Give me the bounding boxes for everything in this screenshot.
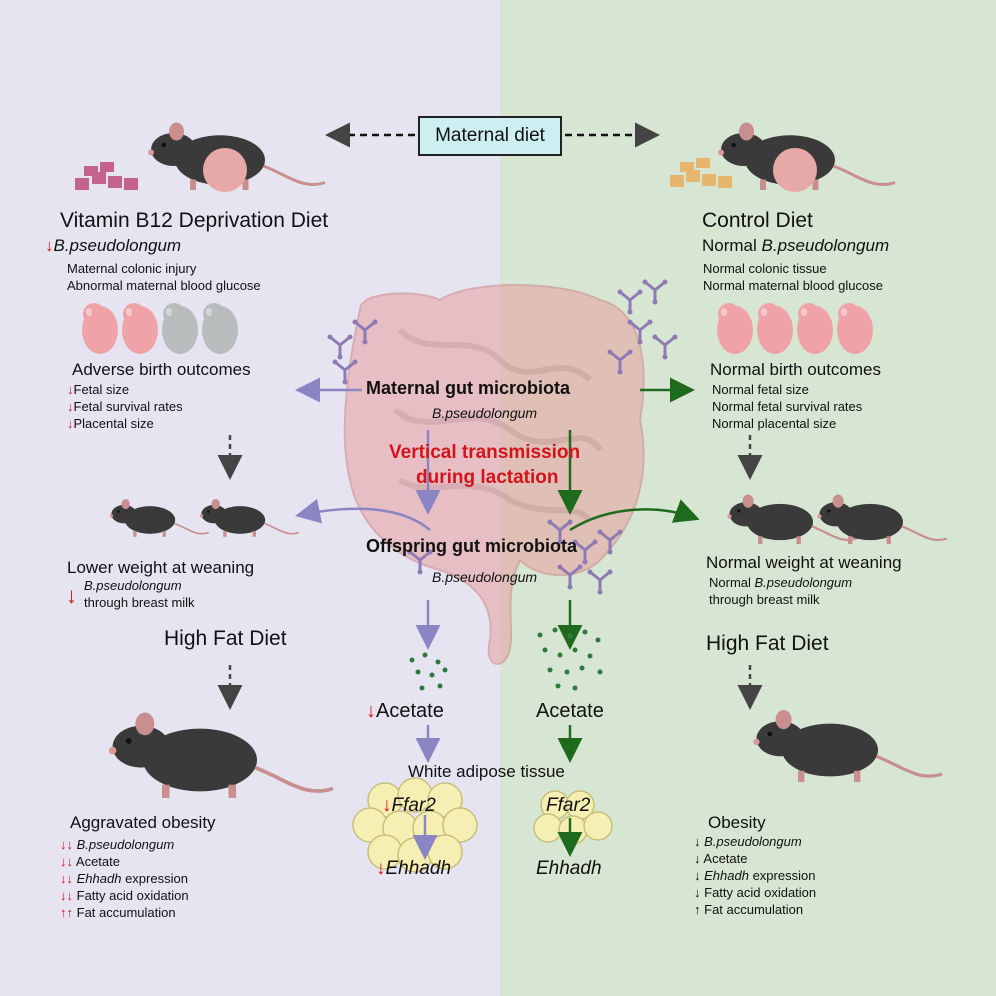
mouse-icon: [108, 498, 210, 538]
white-adipose-tissue-label: White adipose tissue: [408, 762, 565, 781]
adipocyte-icon: [533, 790, 613, 845]
pup-icon: [837, 303, 873, 354]
right-maternal-effect-2: Normal maternal blood glucose: [703, 278, 883, 293]
offspring-bacteria-label: B.pseudolongum: [432, 569, 538, 585]
acetate-dots-icon: [409, 627, 603, 691]
pup-icon: [717, 303, 753, 354]
right-diet-title: Control Diet: [702, 209, 813, 232]
right-weaning-title: Normal weight at weaning: [706, 553, 902, 572]
left-maternal-effect-1: Maternal colonic injury: [67, 261, 197, 276]
right-obesity-item-4: ↓ Fatty acid oxidation: [694, 885, 817, 900]
mouse-icon: [751, 708, 944, 784]
left-bacteria-line: ↓B.pseudolongum: [45, 236, 182, 255]
maternal-bacteria-label: B.pseudolongum: [432, 405, 538, 421]
maternal-diet-label: Maternal diet: [418, 116, 562, 156]
vertical-transmission-line2: during lactation: [416, 467, 559, 488]
left-birth-item-2: ↓Fetal survival rates: [67, 399, 183, 414]
ehhadh-left-label: ↓Ehhadh: [376, 858, 452, 879]
pup-icon: [757, 303, 793, 354]
right-obesity-item-1: ↓ B.pseudolongum: [694, 834, 802, 849]
offspring-gut-microbiota-label: Offspring gut microbiota: [366, 536, 577, 556]
pup-icon: [162, 303, 198, 354]
acetate-left-label: ↓Acetate: [366, 700, 444, 722]
right-hfd-label: High Fat Diet: [706, 632, 829, 655]
pup-icon: [202, 303, 238, 354]
right-weaning-bacteria: Normal B.pseudolongum: [709, 575, 853, 590]
pup-icon: [797, 303, 833, 354]
left-maternal-effect-2: Abnormal maternal blood glucose: [67, 278, 261, 293]
left-hfd-label: High Fat Diet: [164, 627, 287, 650]
left-weaning-title: Lower weight at weaning: [67, 558, 255, 577]
left-birth-title: Adverse birth outcomes: [72, 360, 251, 379]
food-pellets-icon: [75, 162, 138, 190]
right-obesity-item-5: ↑ Fat accumulation: [694, 902, 804, 917]
mouse-icon: [106, 710, 335, 800]
maternal-gut-microbiota-label: Maternal gut microbiota: [366, 378, 571, 398]
right-birth-item-3: Normal placental size: [712, 416, 837, 431]
ffar2-left-label: ↓Ffar2: [382, 795, 436, 816]
right-obesity-title: Obesity: [708, 813, 766, 832]
pup-icon: [122, 303, 158, 354]
pup-icon: [82, 303, 118, 354]
left-weaning-bacteria: B.pseudolongum: [84, 578, 182, 593]
left-obesity-title: Aggravated obesity: [70, 813, 216, 832]
right-obesity-item-3: ↓ Ehhadh expression: [694, 868, 816, 883]
left-weaning-line2: through breast milk: [84, 595, 195, 610]
food-pellets-icon: [670, 158, 732, 188]
left-weaning-arrow: ↓: [66, 583, 77, 608]
right-maternal-effect-1: Normal colonic tissue: [703, 261, 827, 276]
right-birth-title: Normal birth outcomes: [710, 360, 882, 379]
right-birth-item-2: Normal fetal survival rates: [712, 399, 863, 414]
right-birth-item-1: Normal fetal size: [712, 382, 809, 397]
acetate-right-label: Acetate: [536, 700, 604, 722]
right-bacteria-line: Normal B.pseudolongum: [702, 236, 890, 255]
left-diet-title: Vitamin B12 Deprivation Diet: [60, 209, 329, 232]
left-obesity-item-2: ↓↓ Acetate: [60, 854, 120, 869]
vertical-transmission-line1: Vertical transmission: [389, 442, 581, 463]
ehhadh-right-label: Ehhadh: [536, 858, 602, 879]
left-obesity-item-4: ↓↓ Fatty acid oxidation: [60, 888, 189, 903]
ffar2-right-label: Ffar2: [546, 795, 591, 816]
left-birth-item-3: ↓Placental size: [67, 416, 154, 431]
left-obesity-item-5: ↑↑ Fat accumulation: [60, 905, 176, 920]
left-obesity-item-3: ↓↓ Ehhadh expression: [60, 871, 188, 886]
left-birth-item-1: ↓Fetal size: [67, 382, 130, 397]
right-weaning-line2: through breast milk: [709, 592, 820, 607]
mouse-icon: [198, 498, 300, 538]
left-obesity-item-1: ↓↓ B.pseudolongum: [60, 837, 175, 852]
right-obesity-item-2: ↓ Acetate: [694, 851, 748, 866]
